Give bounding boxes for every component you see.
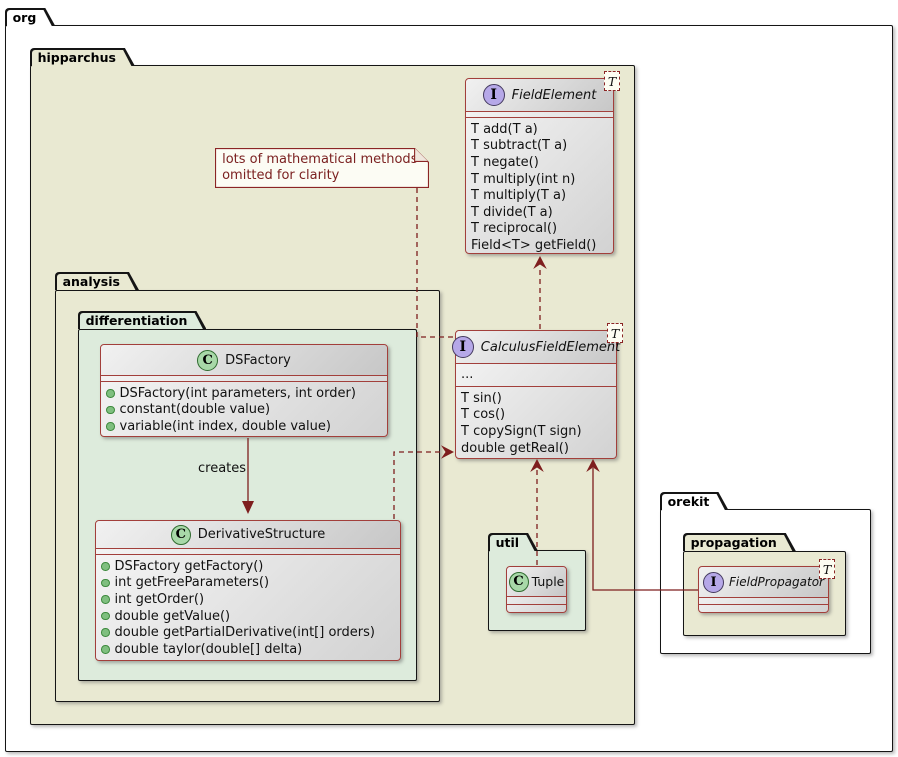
method-row: variable(int index, double value) (106, 418, 382, 435)
method-row: double getValue() (101, 608, 395, 625)
class-icon: C (508, 571, 529, 592)
method-row: T multiply(T a) (471, 188, 567, 204)
package-propagation-label: propagation (690, 535, 777, 551)
class-name: FieldPropagator (728, 575, 824, 589)
note-line-2: omitted for clarity (222, 168, 340, 184)
package-org-tab: org (5, 8, 55, 26)
visibility-bullet-icon (101, 628, 110, 637)
method-row: Field<T> getField() (471, 237, 597, 253)
class-name: DSFactory (225, 352, 291, 368)
visibility-bullet-icon (106, 405, 115, 415)
interface-icon: I (482, 84, 505, 106)
package-hipparchus-label: hipparchus (37, 50, 116, 66)
method-row: DSFactory getFactory() (101, 558, 395, 575)
template-parameter: T (604, 71, 620, 91)
note-box: lots of mathematical methods omitted for… (215, 148, 429, 188)
method-row: T negate() (471, 154, 539, 170)
package-analysis-label: analysis (62, 274, 120, 290)
class-field-propagator: T I FieldPropagator (698, 559, 835, 613)
package-propagation-tab: propagation (683, 533, 796, 551)
package-differentiation-tab: differentiation (78, 311, 206, 329)
fields-compartment (96, 549, 400, 555)
class-ds-factory: C DSFactory DSFactory(int parameters, in… (100, 344, 388, 437)
note-fold-icon (414, 148, 429, 163)
class-name: Tuple (531, 574, 565, 589)
template-parameter: T (819, 559, 835, 579)
note-text: lots of mathematical methods omitted for… (216, 149, 428, 187)
method-row: T cos() (461, 407, 506, 423)
method-row: T add(T a) (471, 121, 538, 137)
note-line-1: lots of mathematical methods (222, 152, 418, 168)
fields-compartment: ... (456, 364, 616, 387)
class-tuple: C Tuple (506, 566, 567, 613)
method-row: T subtract(T a) (471, 138, 568, 154)
fields-compartment (101, 376, 387, 382)
method-row: DSFactory(int parameters, int order) (106, 385, 382, 402)
package-hipparchus-tab: hipparchus (30, 48, 135, 66)
visibility-bullet-icon (106, 422, 115, 431)
visibility-bullet-icon (106, 389, 115, 398)
interface-icon: I (451, 336, 474, 358)
methods-compartment (699, 605, 828, 612)
package-orekit-label: orekit (667, 494, 710, 510)
fields-compartment (466, 112, 613, 118)
fields-compartment (699, 598, 828, 605)
class-icon: C (170, 524, 191, 545)
package-org-label: org (12, 10, 37, 26)
class-calculus-field-element: T I CalculusFieldElement ... T sin() T c… (451, 323, 623, 459)
method-row: T copySign(T sign) (461, 423, 582, 439)
method-row: double getReal() (461, 440, 569, 456)
method-row: int getOrder() (101, 591, 395, 608)
fields-compartment (507, 597, 566, 605)
package-orekit-tab: orekit (660, 492, 728, 510)
class-icon: C (197, 349, 219, 371)
class-field-element: T I FieldElement T add(T a) T subtract(T… (465, 71, 620, 257)
interface-icon: I (702, 571, 724, 593)
package-analysis-tab: analysis (55, 272, 139, 290)
method-row: double taylor(double[] delta) (101, 641, 395, 658)
class-name: CalculusFieldElement (480, 339, 621, 355)
visibility-bullet-icon (101, 611, 110, 621)
visibility-bullet-icon (101, 578, 110, 588)
package-util-tab: util (488, 533, 538, 551)
method-row: T multiply(int n) (471, 171, 576, 187)
visibility-bullet-icon (101, 595, 110, 604)
package-util-label: util (495, 535, 520, 551)
methods-compartment: DSFactory(int parameters, int order) con… (101, 382, 387, 438)
edge-label-creates: creates (198, 461, 247, 476)
visibility-bullet-icon (101, 562, 110, 571)
fields-ellipsis: ... (461, 367, 474, 382)
package-differentiation-label: differentiation (85, 313, 188, 329)
class-derivative-structure: C DerivativeStructure DSFactory getFacto… (95, 520, 401, 661)
methods-compartment: T add(T a) T subtract(T a) T negate() T … (466, 118, 613, 257)
method-row: double getPartialDerivative(int[] orders… (101, 624, 395, 641)
class-name: DerivativeStructure (197, 527, 326, 542)
method-row: T divide(T a) (471, 204, 553, 220)
template-parameter: T (607, 323, 623, 343)
method-row: T sin() (461, 390, 502, 406)
methods-compartment (507, 605, 566, 613)
methods-compartment: T sin() T cos() T copySign(T sign) doubl… (456, 387, 616, 459)
method-row: constant(double value) (106, 402, 382, 419)
visibility-bullet-icon (101, 645, 110, 654)
method-row: T reciprocal() (471, 221, 558, 237)
method-row: int getFreeParameters() (101, 575, 395, 592)
class-name: FieldElement (511, 87, 597, 103)
methods-compartment: DSFactory getFactory() int getFreeParame… (96, 555, 400, 661)
